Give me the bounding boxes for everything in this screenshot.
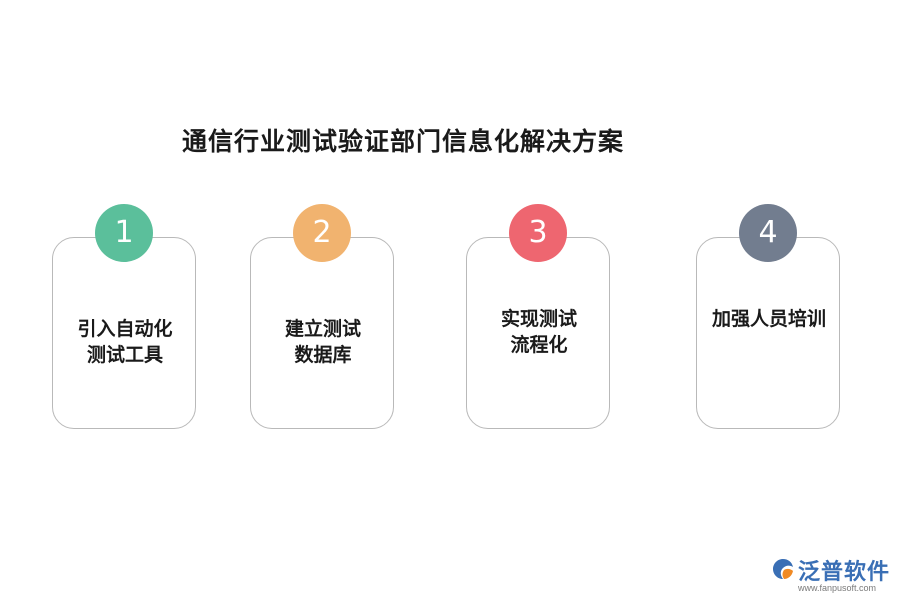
- step-1-line-2: 测试工具: [86, 344, 163, 366]
- step-text-2: 建立测试 数据库: [251, 316, 395, 368]
- step-text-4: 加强人员培训: [697, 306, 841, 332]
- step-badge-1: 1: [95, 204, 153, 262]
- step-badge-3: 3: [509, 204, 567, 262]
- fanpu-logo: 泛普软件 www.fanpusoft.com: [770, 554, 894, 596]
- step-4-line-1: 加强人员培训: [711, 308, 826, 330]
- diagram-title: 通信行业测试验证部门信息化解决方案: [182, 127, 625, 156]
- logo-url: www.fanpusoft.com: [798, 583, 877, 593]
- step-card-4: 加强人员培训: [696, 237, 840, 429]
- step-badge-2: 2: [293, 204, 351, 262]
- logo-name: 泛普软件: [798, 560, 891, 585]
- step-text-3: 实现测试 流程化: [467, 306, 611, 358]
- step-3-line-2: 流程化: [510, 334, 568, 356]
- step-card-3: 实现测试 流程化: [466, 237, 610, 429]
- step-2-line-1: 建立测试: [284, 318, 361, 340]
- step-3-line-1: 实现测试: [500, 308, 577, 330]
- step-1-line-1: 引入自动化: [77, 318, 173, 340]
- step-card-2: 建立测试 数据库: [250, 237, 394, 429]
- step-badge-4: 4: [739, 204, 797, 262]
- step-2-line-2: 数据库: [294, 344, 352, 366]
- step-card-1: 引入自动化 测试工具: [52, 237, 196, 429]
- fanpu-logo-icon: [773, 559, 793, 579]
- step-text-1: 引入自动化 测试工具: [53, 316, 197, 368]
